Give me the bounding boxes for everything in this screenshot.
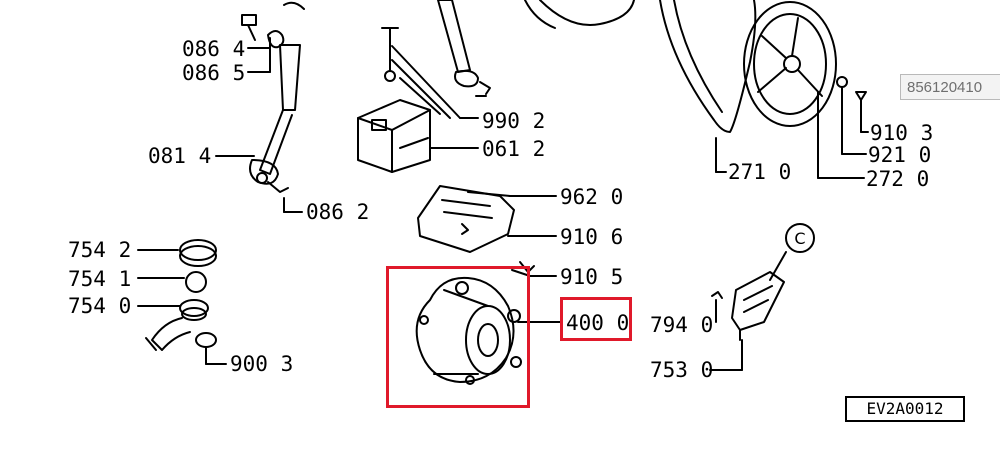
damper-center [437,0,491,95]
highlight-motor-box [386,266,530,408]
label-7540: 754 0 [68,294,131,318]
label-9106: 910 6 [560,225,623,249]
diagram-reference-code: EV2A0012 [845,396,965,422]
tub-fragment [539,0,635,26]
damper-left [241,1,305,193]
label-7542: 754 2 [68,238,131,262]
counterweight-0612 [357,99,431,173]
hose-seal-parts [145,239,217,351]
screw-set-9902 [381,27,461,119]
label-7541: 754 1 [68,267,131,291]
label-2720: 272 0 [866,167,929,191]
drum-2710 [659,0,757,133]
label-0612: 061 2 [482,137,545,161]
label-9105: 910 5 [560,265,623,289]
pin-0865-part [267,30,285,49]
motor-4000 [415,276,522,385]
label-9003: 900 3 [230,352,293,376]
label-0865: 086 5 [182,61,245,85]
label-7940: 794 0 [650,313,713,337]
washer-9210 [836,76,848,88]
label-0862: 086 2 [306,200,369,224]
sensor-assembly [711,271,785,341]
part-number-tooltip: 856120410 [900,74,1000,100]
label-0814: 081 4 [148,144,211,168]
bracket-9620 [417,185,515,253]
label-9103: 910 3 [870,121,933,145]
screw-9103 [855,91,867,101]
label-9620: 962 0 [560,185,623,209]
label-7530: 753 0 [650,358,713,382]
bolt-0864-part [241,14,257,26]
label-circle-c: C [794,229,805,248]
pulley-2720 [743,1,837,127]
label-4000: 400 0 [566,311,629,335]
label-0864: 086 4 [182,37,245,61]
label-9210: 921 0 [868,143,931,167]
highlight-label-4000-box [560,297,632,341]
label-9902: 990 2 [482,109,545,133]
label-2710: 271 0 [728,160,791,184]
